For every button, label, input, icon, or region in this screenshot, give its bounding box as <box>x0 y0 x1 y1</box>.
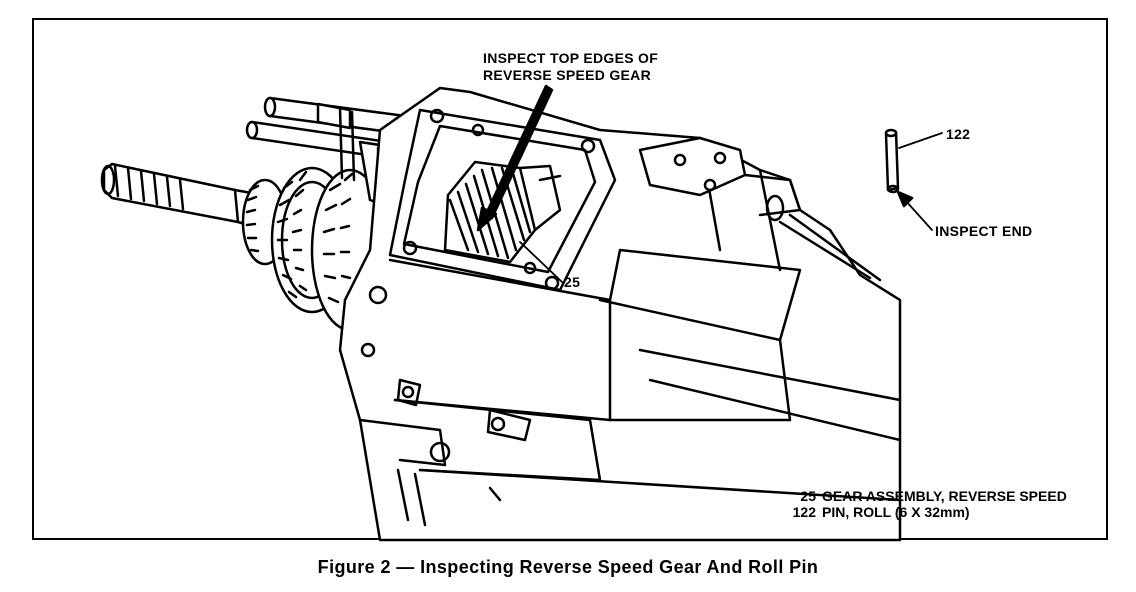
legend-text: PIN, ROLL (6 X 32mm) <box>822 504 970 520</box>
shift-rails <box>245 96 422 212</box>
callout-inspect-top-edges: INSPECT TOP EDGES OF REVERSE SPEED GEAR <box>483 50 658 84</box>
legend-text: GEAR ASSEMBLY, REVERSE SPEED <box>822 488 1067 504</box>
leader-122 <box>898 132 943 149</box>
legend-number: 122 <box>792 504 816 520</box>
legend-number: 25 <box>800 488 816 504</box>
leader-25 <box>519 241 563 283</box>
top-edges-arrow-head <box>476 206 498 232</box>
callout-top-line2: REVERSE SPEED GEAR <box>483 67 651 83</box>
inspect-end-arrow-head <box>896 190 914 208</box>
callout-25: 25 <box>564 274 581 290</box>
roll-pin <box>884 128 900 194</box>
parts-legend: 25 GEAR ASSEMBLY, REVERSE SPEED 122 PIN, R… <box>760 488 1067 520</box>
legend-row: 122 PIN, ROLL (6 X 32mm) <box>760 504 1067 520</box>
input-shaft <box>100 162 267 232</box>
callout-122: 122 <box>946 126 971 142</box>
legend-row: 25 GEAR ASSEMBLY, REVERSE SPEED <box>760 488 1067 504</box>
callout-inspect-end: INSPECT END <box>935 223 1033 239</box>
figure-caption: Figure 2 — Inspecting Reverse Speed Gear… <box>317 557 819 577</box>
callout-top-line1: INSPECT TOP EDGES OF <box>483 50 659 66</box>
inspect-end-arrow-line <box>904 199 933 231</box>
